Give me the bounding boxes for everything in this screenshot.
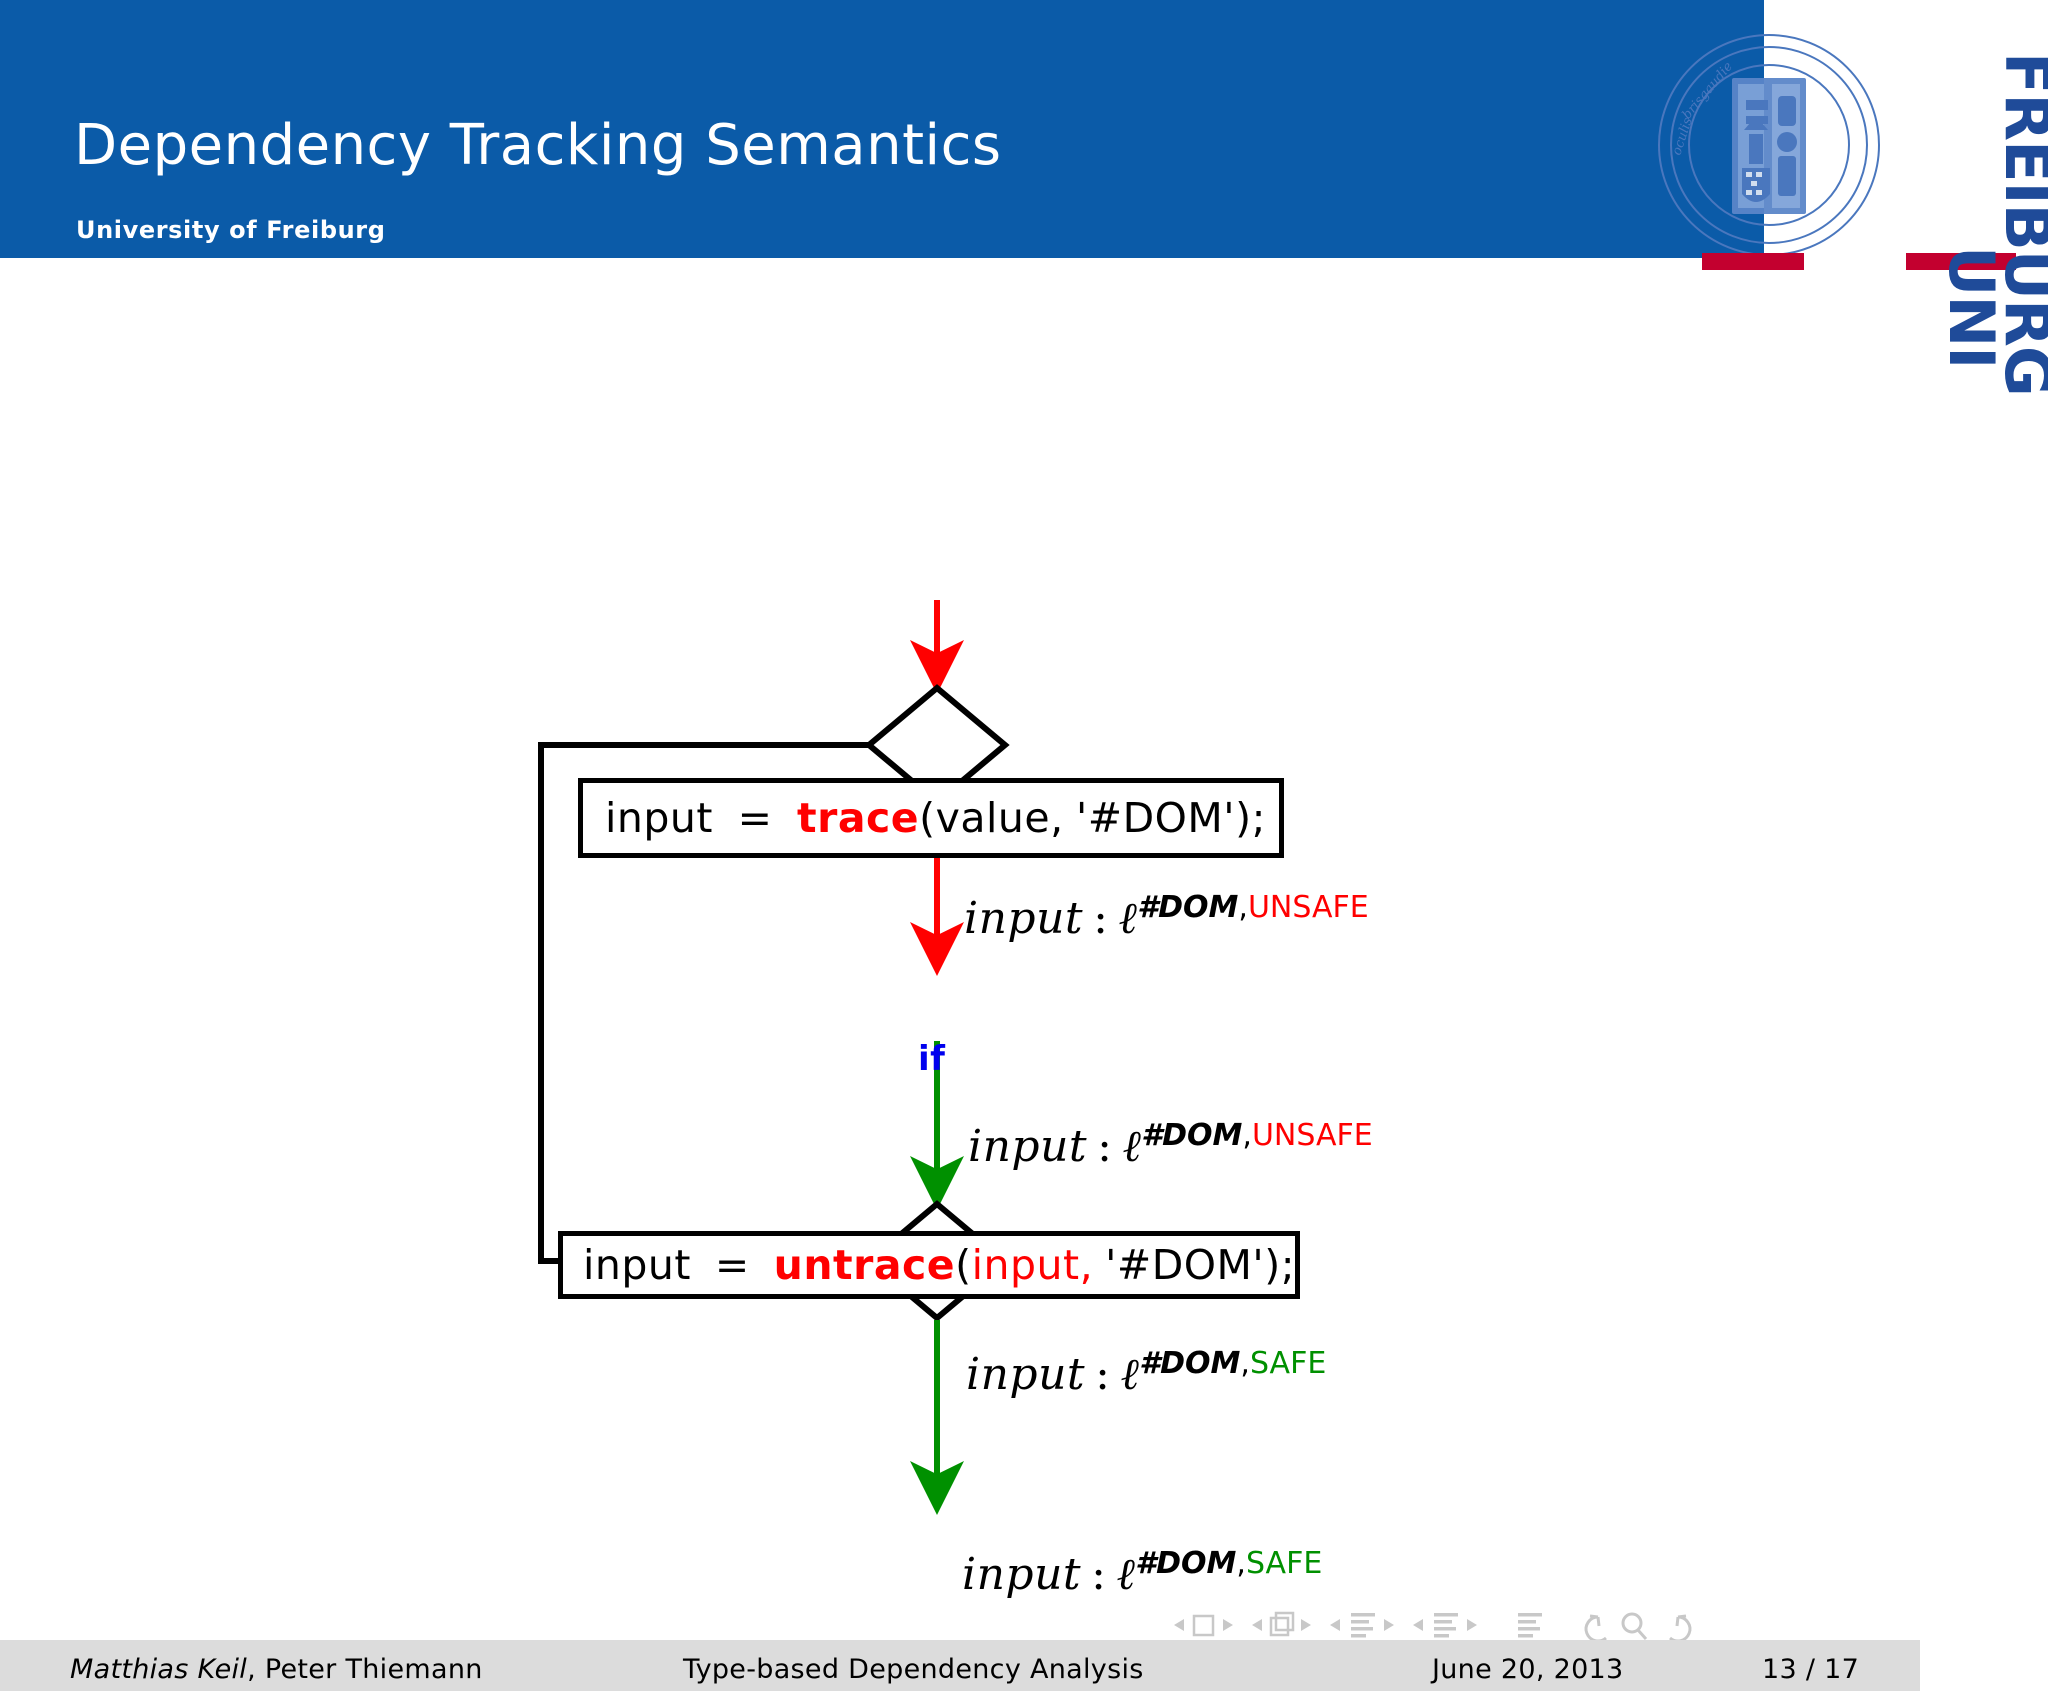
- annot4-var: input: [962, 1549, 1082, 1600]
- prev-section-icon: [1413, 1619, 1423, 1631]
- annot4-base: ℓ: [1116, 1549, 1136, 1600]
- logo-red-bar-right: [1906, 253, 2016, 270]
- footer-author-rest: , Peter Thiemann: [247, 1654, 483, 1685]
- slide-icon: [1192, 1614, 1215, 1637]
- page-subtitle: University of Freiburg: [76, 216, 386, 244]
- search-icon: [1621, 1612, 1643, 1634]
- slide-footer-bar: [0, 1640, 1920, 1691]
- annot3-sup-comma: ,: [1240, 1346, 1250, 1381]
- logo-word-uni: UNI: [1935, 246, 2008, 369]
- prev-slide-icon: [1174, 1619, 1184, 1631]
- untrace-close: );: [1264, 1241, 1296, 1289]
- forward-icon-head: [1675, 1614, 1687, 1627]
- next-section-icon: [1467, 1619, 1477, 1631]
- untrace-function-name: untrace: [773, 1241, 956, 1289]
- trace-comma: ,: [1050, 794, 1064, 842]
- trace-assignee: input: [605, 794, 713, 842]
- annot4-sup-comma: ,: [1236, 1546, 1246, 1581]
- untrace-open-paren: (: [955, 1241, 972, 1289]
- logo-word-freiburg: FREIBURG: [1991, 52, 2048, 396]
- annot3-colon: :: [1095, 1349, 1111, 1400]
- prev-frame-icon: [1252, 1619, 1262, 1631]
- forward-icon: [1669, 1615, 1692, 1643]
- annot1-base: ℓ: [1118, 893, 1138, 944]
- trace-statement-box: input = trace ( value , '#DOM' );: [578, 778, 1284, 858]
- untrace-comma: ,: [1079, 1241, 1094, 1289]
- annot1-colon: :: [1093, 893, 1109, 944]
- edge-annotation-2: input:ℓ#DOM,UNSAFE: [968, 1118, 1373, 1172]
- annot2-colon: :: [1097, 1121, 1113, 1172]
- annot1-var: input: [964, 893, 1084, 944]
- annot1-sup-comma: ,: [1238, 890, 1248, 925]
- prev-subsection-icon: [1330, 1619, 1340, 1631]
- page-title: Dependency Tracking Semantics: [74, 113, 1002, 178]
- back-icon: [1584, 1615, 1607, 1643]
- annot2-tag: UNSAFE: [1251, 1118, 1373, 1153]
- footer-authors: Matthias Keil, Peter Thiemann: [70, 1654, 483, 1685]
- next-frame-icon: [1301, 1619, 1311, 1631]
- annot3-base: ℓ: [1120, 1349, 1140, 1400]
- untrace-statement-box: input = untrace ( input , '#DOM' );: [558, 1231, 1300, 1299]
- annot2-sup-comma: ,: [1242, 1118, 1252, 1153]
- trace-function-name: trace: [797, 794, 920, 842]
- search-icon-handle: [1636, 1629, 1648, 1640]
- annot2-sup-label: #DOM: [1141, 1118, 1243, 1153]
- untrace-equals: =: [714, 1241, 750, 1289]
- edge-annotation-3: input:ℓ#DOM,SAFE: [966, 1346, 1326, 1400]
- next-slide-icon: [1223, 1619, 1233, 1631]
- trace-arg2: '#DOM': [1075, 794, 1236, 842]
- next-subsection-icon: [1384, 1619, 1394, 1631]
- back-icon-head: [1589, 1614, 1601, 1627]
- annot3-tag: SAFE: [1249, 1346, 1327, 1381]
- untrace-arg1: input: [971, 1241, 1080, 1289]
- flowchart: input = trace ( value , '#DOM' ); input …: [0, 258, 2048, 1600]
- edge-annotation-1: input:ℓ#DOM,UNSAFE: [964, 890, 1369, 944]
- trace-equals: =: [737, 794, 773, 842]
- annot3-var: input: [966, 1349, 1086, 1400]
- trace-close: );: [1235, 794, 1266, 842]
- document-icon: [1518, 1613, 1542, 1638]
- frames-icon: [1269, 1611, 1295, 1637]
- annot1-tag: UNSAFE: [1247, 890, 1369, 925]
- annot1-sup-label: #DOM: [1137, 890, 1239, 925]
- university-logo: oculis brisgaudie UNI FREIBURG: [1658, 0, 2048, 396]
- slide-header-bar: [0, 0, 1764, 258]
- edge-annotation-4: input:ℓ#DOM,SAFE: [962, 1546, 1322, 1600]
- section-icon: [1434, 1613, 1458, 1638]
- logo-red-bar-left: [1702, 253, 1804, 270]
- annot2-var: input: [968, 1121, 1088, 1172]
- university-seal-icon: oculis brisgaudie: [1654, 30, 1884, 260]
- annot2-base: ℓ: [1122, 1121, 1142, 1172]
- subsection-icon: [1351, 1613, 1375, 1638]
- trace-arg1: value: [935, 794, 1051, 842]
- beamer-navigation-bar[interactable]: [1170, 1603, 1910, 1647]
- annot4-tag: SAFE: [1245, 1546, 1323, 1581]
- footer-talk-title: Type-based Dependency Analysis: [683, 1654, 1144, 1685]
- untrace-assignee: input: [583, 1241, 691, 1289]
- trace-open-paren: (: [919, 794, 936, 842]
- annot4-sup-label: #DOM: [1135, 1546, 1237, 1581]
- footer-page-number: 13 / 17: [1762, 1654, 1860, 1685]
- annot3-sup-label: #DOM: [1139, 1346, 1241, 1381]
- annot4-colon: :: [1091, 1549, 1107, 1600]
- untrace-arg2: '#DOM': [1105, 1241, 1265, 1289]
- if-keyword-label: if: [918, 1039, 946, 1079]
- footer-date: June 20, 2013: [1432, 1654, 1624, 1685]
- footer-author-primary: Matthias Keil: [70, 1654, 248, 1685]
